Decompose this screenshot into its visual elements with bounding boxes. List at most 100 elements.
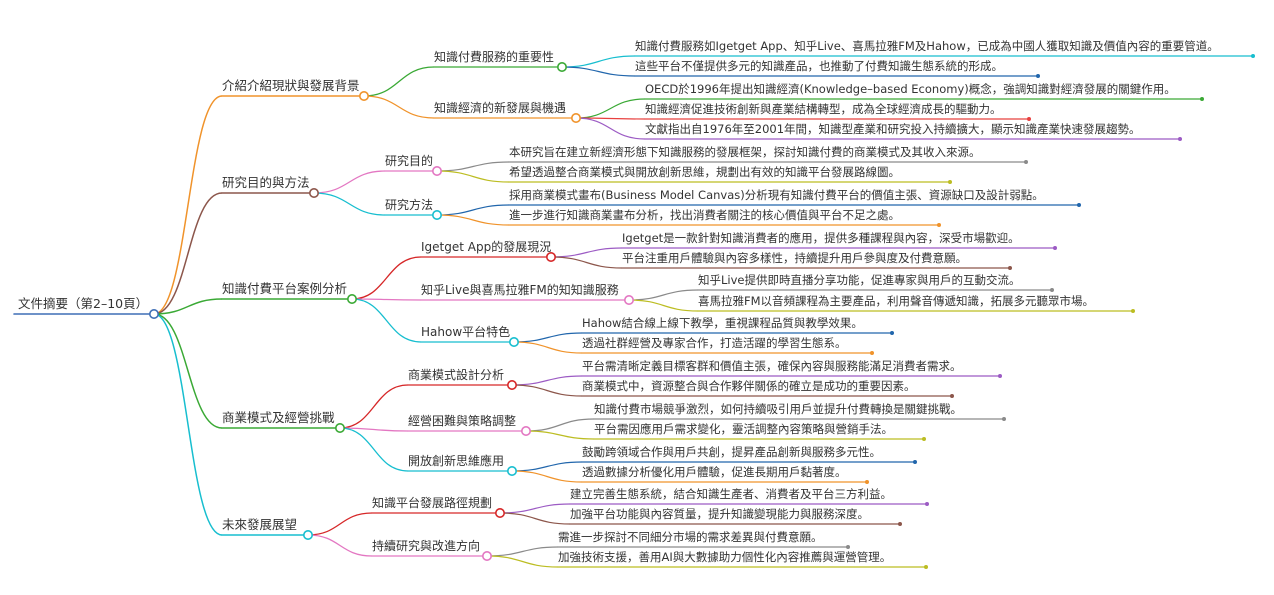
- detail-end-dot-0-0-0: [1251, 54, 1255, 58]
- detail-end-dot-1-1-1: [937, 223, 941, 227]
- detail-4-0-0[interactable]: 建立完善生態系統，結合知識生產者、消費者及平台三方利益。: [570, 487, 892, 501]
- subtopic-knob-4-1[interactable]: [481, 550, 492, 561]
- subtopic-knob-1-1[interactable]: [431, 210, 442, 221]
- subtopic-4-1[interactable]: 持續研究與改進方向: [372, 539, 481, 553]
- branch-topic-0[interactable]: 介紹介紹現狀與發展背景: [222, 78, 360, 93]
- detail-0-0-1[interactable]: 這些平台不僅提供多元的知識產品，也推動了付費知識生態系統的形成。: [635, 59, 1003, 73]
- detail-end-dot-3-2-0: [913, 460, 917, 464]
- connector-subtopic-2-1: [351, 298, 422, 301]
- connector-detail-1-1-0: [436, 204, 510, 216]
- connector-subtopic-2-2: [351, 298, 422, 343]
- subtopic-3-1[interactable]: 經營困難與策略調整: [408, 414, 517, 428]
- branch-knob-3[interactable]: [334, 422, 345, 433]
- detail-end-dot-4-1-0: [846, 545, 850, 549]
- subtopic-3-0[interactable]: 商業模式設計分析: [408, 368, 505, 382]
- subtopic-knob-0-1[interactable]: [570, 113, 581, 124]
- subtopic-knob-2-1[interactable]: [623, 294, 634, 305]
- detail-3-1-1[interactable]: 平台需因應用戶需求變化，靈活調整內容策略與營銷手法。: [594, 422, 893, 436]
- detail-end-dot-4-0-0: [925, 502, 929, 506]
- connector-subtopic-3-1: [339, 427, 409, 432]
- detail-end-dot-0-0-1: [1036, 74, 1040, 78]
- detail-2-0-1[interactable]: 平台注重用戶體驗與內容多樣性，持續提升用戶參與度及付費意願。: [622, 251, 967, 265]
- subtopic-0-1[interactable]: 知識經濟的新發展與機遇: [434, 101, 567, 115]
- detail-4-1-0[interactable]: 需進一步探討不同細分市場的需求差異與付費意願。: [558, 530, 823, 544]
- connector-detail-4-0-1: [499, 512, 571, 525]
- connector-subtopic-0-1: [363, 95, 435, 119]
- detail-end-dot-2-2-1: [870, 351, 874, 355]
- subtopic-knob-3-2[interactable]: [506, 465, 517, 476]
- detail-4-0-1[interactable]: 加強平台功能與內容質量，提升知識變現能力與服務深度。: [570, 507, 869, 521]
- detail-0-0-0[interactable]: 知識付費服務如Igetget App、知乎Live、喜馬拉雅FM及Hahow，已…: [635, 39, 1219, 53]
- detail-end-dot-2-2-0: [890, 331, 894, 335]
- root-topic[interactable]: 文件摘要（第2–10頁）: [18, 296, 149, 311]
- detail-end-dot-2-1-0: [1050, 288, 1054, 292]
- connector-subtopic-1-1: [313, 192, 386, 216]
- connector-detail-3-0-1: [511, 384, 583, 397]
- subtopic-knob-2-2[interactable]: [508, 336, 519, 347]
- subtopic-knob-2-0[interactable]: [545, 252, 556, 263]
- subtopic-0-0[interactable]: 知識付費服務的重要性: [434, 50, 555, 64]
- detail-2-2-0[interactable]: Hahow結合線上線下教學，重視課程品質與教學效果。: [582, 316, 863, 330]
- subtopic-1-0[interactable]: 研究目的: [385, 154, 434, 168]
- connector-detail-2-1-1: [628, 299, 699, 312]
- connector-detail-3-0-0: [511, 375, 583, 386]
- subtopic-knob-3-0[interactable]: [506, 379, 517, 390]
- detail-end-dot-2-0-0: [1053, 246, 1057, 250]
- connector-detail-2-0-0: [550, 247, 623, 258]
- detail-0-1-1[interactable]: 知識經濟促進技術創新與產業結構轉型，成為全球經濟成長的驅動力。: [645, 102, 1002, 116]
- detail-end-dot-1-0-1: [948, 180, 952, 184]
- connector-branch-1: [153, 192, 223, 315]
- detail-end-dot-0-1-2: [1178, 137, 1182, 141]
- connector-subtopic-1-0: [313, 170, 386, 194]
- subtopic-knob-3-1[interactable]: [520, 425, 531, 436]
- branch-knob-4[interactable]: [302, 529, 313, 540]
- branch-topic-4[interactable]: 未來發展展望: [222, 517, 298, 532]
- branch-topic-3[interactable]: 商業模式及經營挑戰: [222, 410, 335, 425]
- branch-knob-2[interactable]: [346, 293, 357, 304]
- detail-1-0-1[interactable]: 希望透過整合商業模式與開放創新思維，規劃出有效的知識平台發展路線圖。: [509, 165, 900, 179]
- subtopic-2-2[interactable]: Hahow平台特色: [421, 325, 511, 339]
- branch-knob-1[interactable]: [308, 188, 319, 199]
- detail-4-1-1[interactable]: 加強技術支援，善用AI與大數據助力個性化內容推薦與運營管理。: [558, 550, 892, 564]
- subtopic-4-0[interactable]: 知識平台發展路徑規劃: [372, 496, 493, 510]
- detail-3-2-1[interactable]: 透過數據分析優化用戶體驗，促進長期用戶黏著度。: [582, 465, 847, 479]
- connector-detail-2-2-0: [513, 332, 583, 343]
- connector-subtopic-2-0: [351, 256, 422, 300]
- branch-topic-2[interactable]: 知識付費平台案例分析: [222, 281, 348, 296]
- subtopic-2-1[interactable]: 知乎Live與喜馬拉雅FM的知知識服務: [421, 283, 619, 297]
- detail-2-1-1[interactable]: 喜馬拉雅FM以音頻課程為主要產品，利用聲音傳遞知識，拓展多元聽眾市場。: [698, 294, 1095, 308]
- connector-branch-0: [153, 95, 223, 315]
- detail-3-0-1[interactable]: 商業模式中，資源整合與合作夥伴關係的確立是成功的重要因素。: [582, 379, 916, 393]
- detail-end-dot-3-0-0: [998, 374, 1002, 378]
- subtopic-1-1[interactable]: 研究方法: [385, 198, 434, 212]
- connector-detail-1-0-0: [436, 161, 510, 172]
- connector-detail-2-2-1: [513, 341, 583, 354]
- subtopic-2-0[interactable]: Igetget App的發展現況: [421, 240, 552, 254]
- detail-end-dot-3-1-0: [1002, 417, 1006, 421]
- detail-1-1-0[interactable]: 採用商業模式畫布(Business Model Canvas)分析現有知識付費平…: [509, 188, 1044, 202]
- connector-branch-2: [153, 298, 223, 315]
- detail-3-2-0[interactable]: 鼓勵跨領域合作與用戶共創，提昇產品創新與服務多元性。: [582, 445, 881, 459]
- detail-0-1-2[interactable]: 文獻指出自1976年至2001年間，知識型產業和研究投入持續擴大，顯示知識產業快…: [645, 122, 1141, 136]
- detail-1-0-0[interactable]: 本研究旨在建立新經濟形態下知識服務的發展框架，探討知識付費的商業模式及其收入來源…: [509, 145, 981, 159]
- detail-2-1-0[interactable]: 知乎Live提供即時直播分享功能，促進專家與用戶的互動交流。: [698, 273, 1021, 287]
- connector-detail-0-1-2: [575, 117, 646, 140]
- detail-end-dot-2-0-1: [1008, 266, 1012, 270]
- branch-topic-1[interactable]: 研究目的與方法: [222, 175, 310, 190]
- subtopic-3-2[interactable]: 開放創新思維應用: [408, 454, 505, 468]
- subtopic-knob-0-0[interactable]: [556, 61, 567, 72]
- detail-1-1-1[interactable]: 進一步進行知識商業畫布分析，找出消費者關注的核心價值與平台不足之處。: [509, 208, 900, 222]
- detail-3-1-0[interactable]: 知識付費市場競爭激烈，如何持續吸引用戶並提升付費轉換是關鍵挑戰。: [594, 402, 962, 416]
- detail-3-0-0[interactable]: 平台需清晰定義目標客群和價值主張，確保內容與服務能滿足消費者需求。: [582, 359, 962, 373]
- detail-end-dot-3-2-1: [865, 480, 869, 484]
- subtopic-knob-4-0[interactable]: [494, 507, 505, 518]
- root-collapse-knob[interactable]: [149, 308, 160, 319]
- detail-2-2-1[interactable]: 透過社群經營及專家合作，打造活躍的學習生態系。: [582, 336, 847, 350]
- detail-2-0-0[interactable]: Igetget是一款針對知識消費者的應用，提供多種課程與內容，深受市場歡迎。: [622, 231, 1020, 245]
- connector-subtopic-3-2: [339, 427, 409, 472]
- subtopic-knob-1-0[interactable]: [431, 166, 442, 177]
- detail-0-1-0[interactable]: OECD於1996年提出知識經濟(Knowledge–based Economy…: [645, 82, 1176, 96]
- branch-knob-0[interactable]: [358, 91, 369, 102]
